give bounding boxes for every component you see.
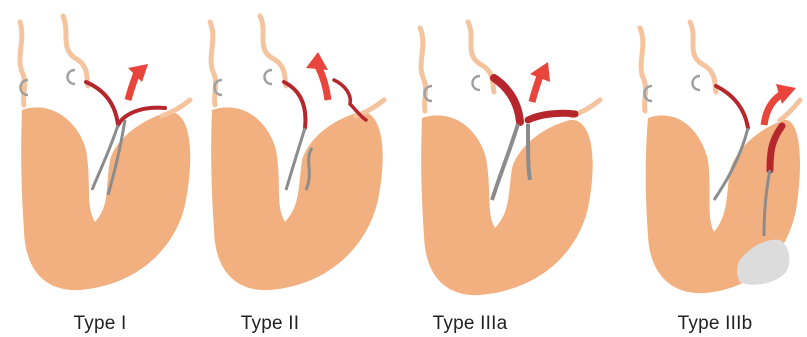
panel-type-iiib — [640, 22, 800, 293]
hook-icon — [265, 70, 273, 84]
flow-arrow-head-icon — [306, 52, 328, 70]
aneurysm-sac — [421, 115, 593, 295]
feeder-vessel — [716, 86, 748, 128]
flow-arrow-icon — [318, 66, 328, 100]
aneurysm-sac — [21, 107, 190, 290]
hook-icon — [473, 76, 481, 90]
panel-label-type-ii: Type II — [170, 313, 370, 335]
panel-type-i — [20, 16, 190, 290]
panel-type-iiia — [420, 22, 600, 295]
feeder-vessel — [284, 82, 305, 128]
aneurysm-sac — [211, 107, 383, 290]
panel-label-type-iiia: Type IIIa — [370, 313, 570, 335]
hook-icon — [693, 76, 701, 90]
panel-label-type-iiib: Type IIIb — [615, 313, 807, 335]
feeder-vessel — [494, 78, 520, 122]
flow-arrow-head-icon — [776, 84, 796, 104]
feeder-vessel — [528, 113, 575, 120]
side-branch-vessel — [334, 80, 366, 120]
hook-icon — [645, 86, 653, 101]
guidewire — [528, 124, 530, 180]
flow-arrow-icon — [532, 76, 540, 102]
hook-icon — [68, 70, 76, 84]
panel-type-ii — [210, 16, 384, 290]
hook-icon — [425, 86, 433, 101]
hook-icon — [215, 80, 223, 95]
vessel-right — [780, 100, 800, 120]
